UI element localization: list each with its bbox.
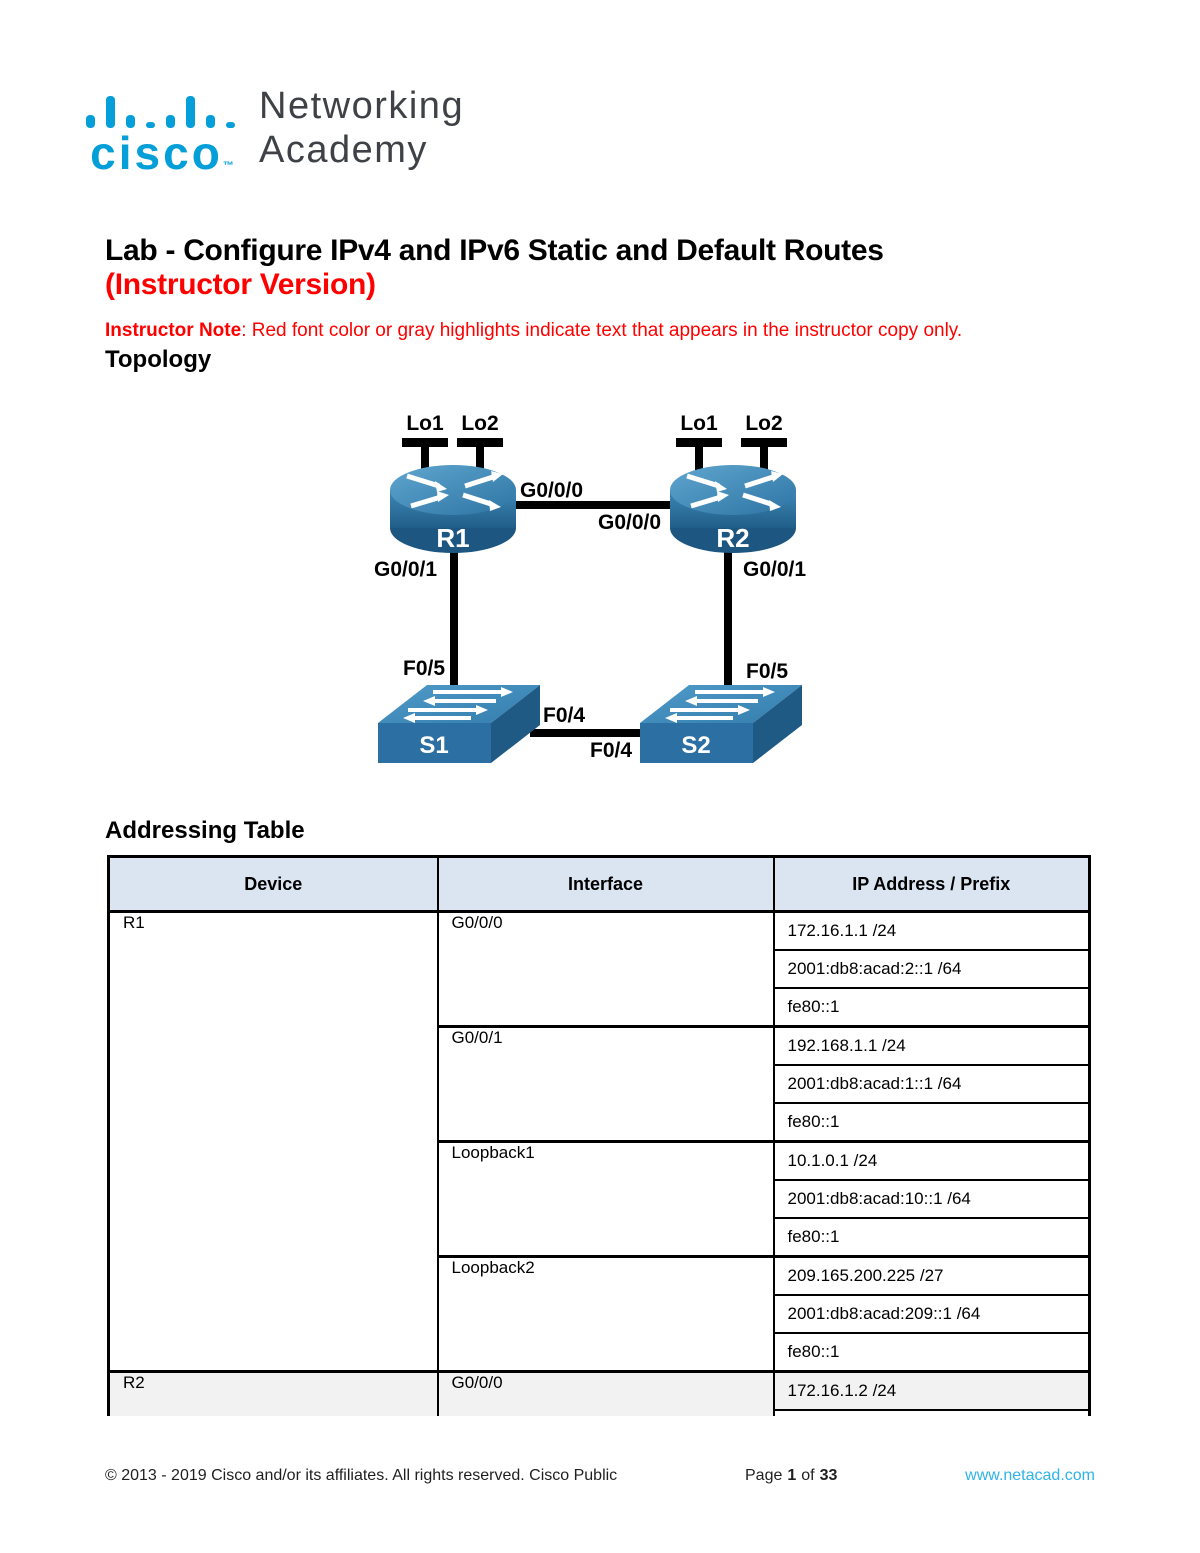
table-row: fe80::1 <box>109 1102 1091 1143</box>
label-lo1-r1: Lo1 <box>406 412 444 435</box>
ip-cell: fe80::1 <box>772 1332 1091 1373</box>
instructor-note: Instructor Note: Red font color or gray … <box>105 320 962 342</box>
addressing-table: Device Interface IP Address / Prefix R1 … <box>107 855 1091 1416</box>
instructor-note-text: : Red font color or gray highlights indi… <box>241 320 963 341</box>
table-row: 2001:db8:acad:10::1 /64 <box>109 1179 1091 1219</box>
of-word: of <box>801 1467 815 1484</box>
switch-s1-icon <box>376 683 542 765</box>
switch-s2-label: S2 <box>681 732 710 759</box>
label-g001-r1: G0/0/1 <box>374 558 437 581</box>
trademark-symbol: ™ <box>222 160 234 172</box>
table-row: R1 G0/0/0 172.16.1.1 /24 <box>107 910 1091 1373</box>
copyright-text: © 2013 - 2019 Cisco and/or its affiliate… <box>105 1467 618 1484</box>
device-cell: R1 <box>107 910 439 1373</box>
page-footer: © 2013 - 2019 Cisco and/or its affiliate… <box>105 1467 1095 1489</box>
ip-cell: fe80::1 <box>772 1217 1091 1258</box>
cisco-wordmark: cisco™ <box>85 130 239 186</box>
ip-cell: 2001:db8:acad:10::1 /64 <box>772 1179 1091 1219</box>
column-header-interface: Interface <box>436 855 775 913</box>
cisco-logo-mark: cisco™ <box>85 88 239 186</box>
switch-s2-icon <box>638 683 804 765</box>
table-row: 2001:db8:acad:209::1 /64 <box>109 1294 1091 1334</box>
table-row: R2 G0/0/0 172.16.1.2 /24 <box>107 1370 1091 1416</box>
table-row: Loopback1 10.1.0.1 /24 <box>109 1140 1091 1258</box>
loopback-antennas-r2 <box>676 438 787 473</box>
loopback-antennas-r1 <box>402 438 503 473</box>
table-row: 2001:db8:acad:2::1 /64 <box>109 949 1091 989</box>
table-row: fe80::1 <box>109 1217 1091 1258</box>
ip-cell: 172.16.1.1 /24 <box>772 910 1091 951</box>
logo-line-academy: Academy <box>259 129 428 171</box>
ip-cell: 2001:db8:acad:209::1 /64 <box>772 1294 1091 1334</box>
cisco-networking-academy-logo: cisco™ Networking Academy <box>85 85 464 186</box>
label-lo1-r2: Lo1 <box>680 412 718 435</box>
label-lo2-r1: Lo2 <box>461 412 498 435</box>
logo-line-networking: Networking <box>259 85 465 127</box>
device-cell: R2 <box>107 1370 439 1416</box>
title-line-2-instructor-version: (Instructor Version) <box>105 268 376 302</box>
router-r2-label: R2 <box>716 523 749 553</box>
interface-cell: G0/0/0 <box>436 910 775 1028</box>
table-row: fe80::1 <box>109 987 1091 1028</box>
label-f05-s2: F0/5 <box>746 660 788 683</box>
title-line-1: Lab - Configure IPv4 and IPv6 Static and… <box>105 234 884 268</box>
table-header-row: Device Interface IP Address / Prefix <box>107 855 1091 913</box>
column-header-device: Device <box>107 855 439 913</box>
ip-cell-clipped <box>772 1409 1091 1416</box>
cisco-bridge-bars-icon <box>86 96 235 128</box>
ip-cell: 192.168.1.1 /24 <box>772 1025 1091 1066</box>
table-row-clipped <box>109 1409 1091 1416</box>
networking-academy-wordmark: Networking Academy <box>259 84 464 186</box>
interface-cell: Loopback2 <box>436 1255 775 1373</box>
ip-cell: 2001:db8:acad:2::1 /64 <box>772 949 1091 989</box>
router-r1-label: R1 <box>436 523 469 553</box>
ip-cell: fe80::1 <box>772 987 1091 1028</box>
label-f04-s1: F0/4 <box>543 704 585 727</box>
interface-cell: Loopback1 <box>436 1140 775 1258</box>
netacad-link[interactable]: www.netacad.com <box>965 1467 1095 1484</box>
topology-diagram: R1 R2 S1 S2 Lo1 Lo2 Lo1 Lo2 G0/0/0 G0/0/… <box>374 412 806 765</box>
label-f04-s2: F0/4 <box>590 739 632 762</box>
interface-cell: G0/0/1 <box>436 1025 775 1143</box>
table-row: fe80::1 <box>109 1332 1091 1373</box>
table-row: 2001:db8:acad:1::1 /64 <box>109 1064 1091 1104</box>
instructor-note-label: Instructor Note <box>105 320 242 341</box>
page-title: Lab - Configure IPv4 and IPv6 Static and… <box>105 234 884 302</box>
ip-cell: 10.1.0.1 /24 <box>772 1140 1091 1181</box>
ip-cell: fe80::1 <box>772 1102 1091 1143</box>
column-header-ip: IP Address / Prefix <box>772 855 1091 913</box>
topology-heading: Topology <box>105 346 212 373</box>
cisco-brand-text: cisco <box>90 127 223 179</box>
ip-cell: 209.165.200.225 /27 <box>772 1255 1091 1296</box>
label-g000-r2: G0/0/0 <box>598 511 661 534</box>
label-lo2-r2: Lo2 <box>745 412 782 435</box>
interface-cell: G0/0/0 <box>436 1370 775 1416</box>
table-row: G0/0/1 192.168.1.1 /24 <box>109 1025 1091 1143</box>
page-current: 1 <box>787 1467 797 1484</box>
label-f05-s1: F0/5 <box>403 657 445 680</box>
label-g000-r1: G0/0/0 <box>520 479 583 502</box>
ip-cell: 2001:db8:acad:1::1 /64 <box>772 1064 1091 1104</box>
switch-s1-label: S1 <box>419 732 448 759</box>
addressing-table-heading: Addressing Table <box>105 817 305 844</box>
label-g001-r2: G0/0/1 <box>743 558 806 581</box>
addressing-table-container: Device Interface IP Address / Prefix R1 … <box>107 855 1091 1416</box>
page-total: 33 <box>819 1467 838 1484</box>
page-word: Page <box>745 1467 783 1484</box>
ip-cell: 172.16.1.2 /24 <box>772 1370 1091 1411</box>
table-row: Loopback2 209.165.200.225 /27 <box>109 1255 1091 1373</box>
